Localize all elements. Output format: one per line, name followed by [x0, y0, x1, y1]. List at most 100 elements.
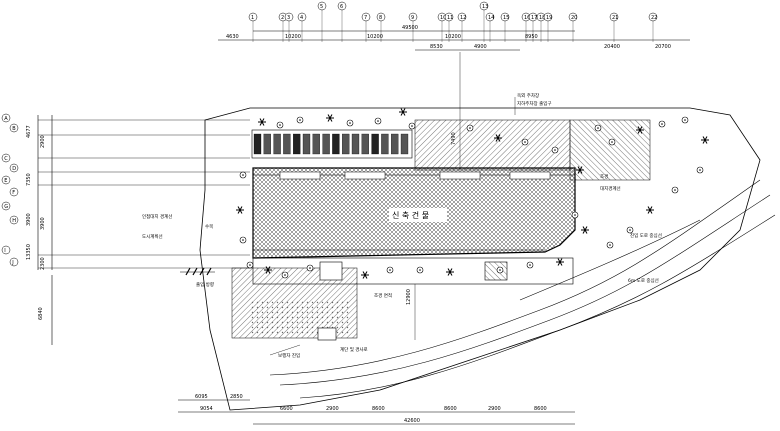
dim-text: 12900 — [406, 289, 412, 305]
parking-stall — [361, 133, 369, 155]
main-building: 신 축 건 물 — [252, 167, 576, 259]
grid-bubble-label: 3 — [287, 15, 290, 21]
tree-symbol — [346, 119, 354, 127]
note-label: 지하주차장 출입구 — [517, 100, 552, 107]
note-label: 조경 면적 — [374, 292, 392, 299]
dim-text: 2900 — [326, 406, 339, 412]
grid-bubble-label: B — [12, 126, 16, 132]
parking-stalls — [251, 129, 413, 159]
grid-bubble-label: 6 — [340, 4, 343, 10]
tree-symbol — [264, 266, 272, 274]
tree-symbol — [239, 236, 247, 244]
tree-symbol — [361, 271, 369, 279]
note-label: 진입 도로 중심선 — [630, 232, 662, 239]
tree-symbol — [636, 126, 644, 134]
grid-bubble-label: 9 — [411, 15, 414, 21]
grid-bubble — [9, 163, 19, 173]
tree-symbol — [416, 266, 424, 274]
dim-text: 20700 — [655, 44, 671, 50]
tree-symbol — [556, 258, 564, 266]
tree-symbol — [281, 271, 289, 279]
parking-stall — [293, 133, 301, 155]
dim-text: 7490 — [451, 132, 457, 145]
parking-stall — [371, 133, 379, 155]
grid-bubble-label: A — [4, 116, 8, 122]
dim-text: 8600 — [372, 406, 385, 412]
note-label: 6m 도로 중심선 — [628, 277, 659, 284]
tree-symbol — [276, 121, 284, 129]
dimension-top-chain: 4630 10200 10200 10200 8950 20400 20700 … — [218, 34, 690, 51]
tree-symbol — [374, 117, 382, 125]
dim-text: 2850 — [230, 394, 243, 400]
tree-symbol — [306, 264, 314, 272]
tree-symbol — [658, 120, 666, 128]
grid-bubble-label: 4 — [300, 15, 303, 21]
tree-symbol — [296, 116, 304, 124]
grid-bubble-label: 7 — [364, 15, 367, 21]
grid-bubble — [9, 187, 19, 197]
tree-symbol — [671, 186, 679, 194]
tree-symbol — [494, 134, 502, 142]
tree-symbol — [408, 122, 416, 130]
grid-bubble-label: E — [4, 178, 7, 184]
dimension-bottom-chain: 6095 2850 9054 6600 2900 8600 8600 2900 … — [178, 394, 575, 425]
dimension-top-overall: 49500 — [253, 25, 575, 32]
dim-text: 20400 — [604, 44, 620, 50]
tree-symbol — [521, 138, 529, 146]
dimension-mid: 7490 12900 — [406, 52, 461, 340]
dim-text: 8950 — [525, 34, 538, 40]
grid-bubble-label: I — [4, 248, 5, 254]
dim-text: 6840 — [38, 307, 44, 320]
tree-symbol — [399, 108, 407, 116]
tree-symbol — [326, 114, 334, 122]
grid-bubble — [9, 215, 19, 225]
note-label: 도시계획선 — [142, 233, 163, 240]
dim-text: 42600 — [404, 418, 420, 424]
tree-symbol — [466, 124, 474, 132]
dim-text: 6095 — [195, 394, 208, 400]
grid-bubble-label: 17 — [531, 15, 537, 21]
parking-stall — [253, 133, 262, 155]
reference-lines — [38, 119, 250, 269]
parking-stall — [283, 133, 291, 155]
parking-stall — [302, 133, 311, 155]
grid-bubble-label: H — [12, 218, 16, 224]
building-label: 신 축 건 물 — [392, 210, 429, 220]
grid-bubble-label: 18 — [539, 15, 545, 21]
grid-bubble-label: 8 — [379, 15, 382, 21]
grid-bubble-label: J — [11, 260, 13, 266]
dim-text: 3900 — [40, 217, 46, 230]
dim-text: 2900 — [488, 406, 501, 412]
dim-text: 9054 — [200, 406, 213, 412]
note-label: 옥외 주차장 — [517, 92, 539, 99]
grid-bubble-label: 21 — [612, 15, 618, 21]
grid-bubble-label: 14 — [488, 15, 494, 21]
grid-bubble-label: 15 — [503, 15, 509, 21]
dimension-left-chain: 4677 2900 7350 3900 3900 2300 13350 6840 — [26, 115, 53, 345]
tree-symbol — [571, 211, 579, 219]
note-label: 대지경계선 — [600, 185, 621, 192]
note-label: 보행자 진입 — [278, 352, 300, 359]
parking-stall — [322, 133, 330, 155]
grid-bubble-label: 20 — [571, 15, 577, 21]
tree-symbol — [594, 124, 602, 132]
dim-text: 49500 — [402, 25, 418, 31]
grid-bubble-label: 1 — [251, 15, 254, 21]
tree-symbol — [681, 116, 689, 124]
note-label: 계단 및 경사로 — [340, 346, 368, 353]
tree-symbol — [646, 206, 654, 214]
grid-bubble-label: 5 — [320, 4, 323, 10]
parking-stall — [273, 133, 281, 155]
grid-bubble-label: G — [4, 204, 8, 210]
tree-symbol — [246, 261, 254, 269]
parking-stall — [391, 133, 399, 155]
parking-stall — [400, 133, 409, 155]
parking-stall — [381, 133, 389, 155]
dim-text: 4630 — [226, 34, 239, 40]
tree-symbol — [258, 118, 266, 126]
parking-stall — [332, 133, 340, 155]
note-label: 출입 방향 — [196, 281, 214, 288]
dim-text: 10200 — [445, 34, 461, 40]
grid-bubble-label: D — [12, 166, 16, 172]
